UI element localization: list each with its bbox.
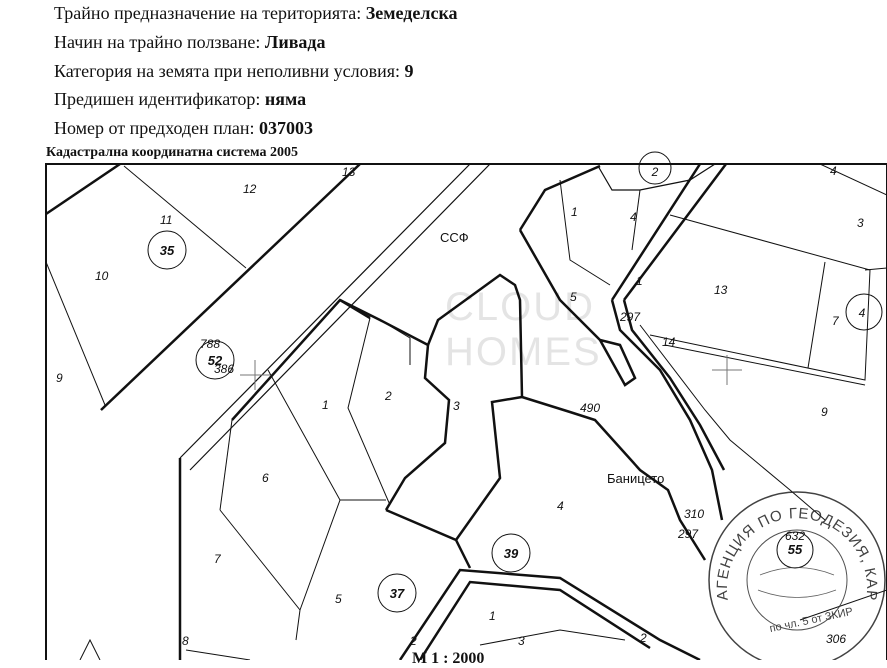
svg-text:3: 3 [453,399,460,413]
place-name-banitseto: Баницето [607,471,664,486]
svg-text:11: 11 [160,213,172,227]
svg-text:5: 5 [570,290,577,304]
svg-text:4: 4 [630,210,637,224]
svg-text:2: 2 [409,634,417,648]
watermark-homes: HOMES [445,330,602,374]
svg-text:490: 490 [580,401,600,415]
svg-text:7: 7 [214,552,222,566]
svg-text:1: 1 [636,274,643,288]
svg-text:9: 9 [821,405,828,419]
svg-text:АГЕНЦИЯ ПО ГЕОДЕЗИЯ, КАРТОГРАФ: АГЕНЦИЯ ПО ГЕОДЕЗИЯ, КАРТОГРАФИЯ И КАДАС… [0,0,879,601]
info-line-usage: Начин на трайно ползване: Ливада [54,32,326,52]
info-line-purpose: Трайно предназначение на територията: Зе… [54,3,458,23]
svg-text:7: 7 [832,314,840,328]
svg-text:4: 4 [830,164,837,178]
marker-37: 37 [390,586,405,601]
svg-text:788: 788 [200,337,220,351]
info-line-category: Категория на земята при неполивни услови… [54,61,414,81]
coord-system-title: Кадастрална координатна система 2005 [46,145,298,160]
parcel-labels: 12 13 11 10 9 788 386 1 2 3 6 7 8 5 4 49… [56,164,864,648]
parcel-boundaries [46,164,887,660]
marker-4: 4 [859,306,866,320]
grid-crosshairs [240,355,742,390]
svg-text:13: 13 [714,283,728,297]
svg-text:12: 12 [243,182,257,196]
marker-52: 52 [208,353,223,368]
svg-text:297: 297 [619,310,641,324]
svg-text:297: 297 [677,527,699,541]
svg-text:6: 6 [262,471,269,485]
svg-text:13: 13 [342,165,356,179]
svg-text:2: 2 [639,631,647,645]
map-frame [45,163,887,660]
watermark-cloud: CLOUD [445,285,596,329]
map-scale: М 1 : 2000 [412,650,485,667]
marker-55: 55 [788,542,803,557]
svg-text:310: 310 [684,507,704,521]
svg-text:14: 14 [662,335,676,349]
place-name-ssf: ССФ [440,230,469,245]
svg-text:3: 3 [518,634,525,648]
marker-35: 35 [160,243,175,258]
svg-text:1: 1 [322,398,329,412]
stamp-text: АГЕНЦИЯ ПО ГЕОДЕЗИЯ, КАРТОГРАФИЯ И КАДАС… [0,0,879,601]
svg-text:632: 632 [785,529,805,543]
svg-text:3: 3 [857,216,864,230]
svg-text:1: 1 [571,205,578,219]
info-line-prev-id: Предишен идентификатор: няма [54,89,307,109]
svg-text:2: 2 [384,389,392,403]
svg-text:386: 386 [214,362,234,376]
stamp-subtext: по чл. 5 от ЗКИР [769,606,854,635]
marker-2: 2 [651,165,659,179]
marker-39: 39 [504,546,519,561]
svg-text:306: 306 [826,632,846,646]
info-line-prev-plan: Номер от предходен план: 037003 [54,118,314,138]
svg-text:10: 10 [95,269,109,283]
circled-markers [147,151,883,613]
svg-text:8: 8 [182,634,189,648]
svg-text:5: 5 [335,592,342,606]
svg-text:1: 1 [489,609,496,623]
svg-text:4: 4 [557,499,564,513]
svg-text:9: 9 [56,371,63,385]
